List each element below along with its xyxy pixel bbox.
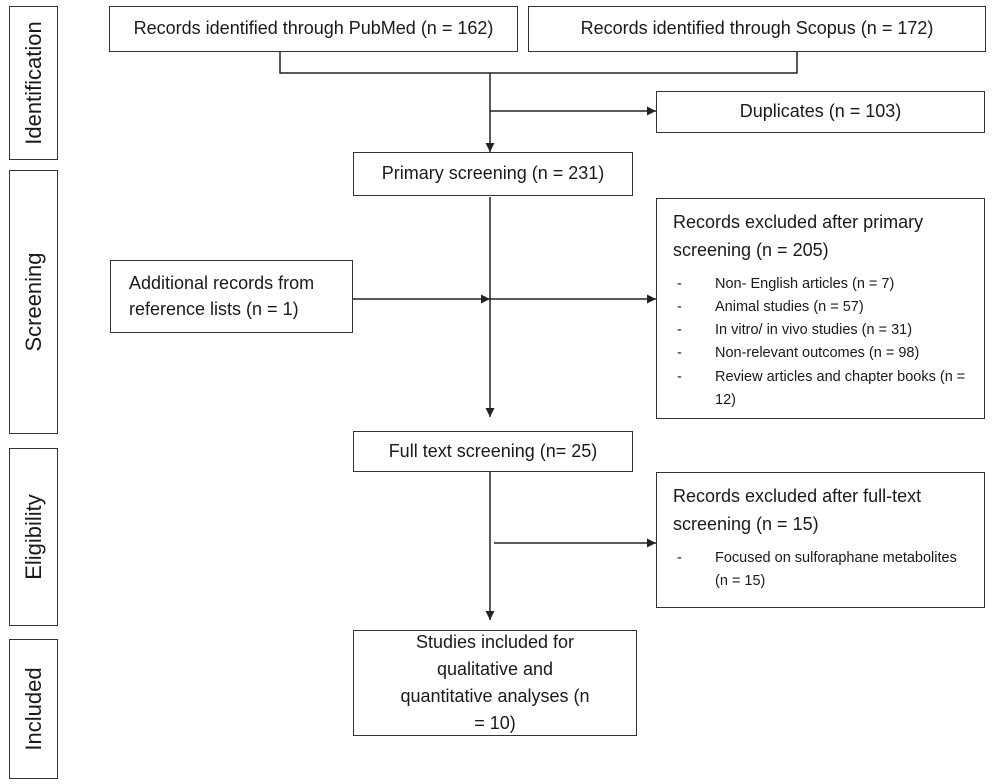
stage-included: Included — [9, 639, 58, 779]
stage-identification-label: Identification — [20, 21, 46, 145]
excluded-reason: Non- English articles (n = 7) — [673, 273, 970, 296]
excluded-primary-box: Records excluded after primary screening… — [656, 198, 985, 419]
studies-included-box: Studies included for qualitative and qua… — [353, 630, 637, 736]
stage-included-label: Included — [20, 667, 46, 751]
excluded-full-text-title: Records excluded after full-text screeni… — [673, 486, 922, 534]
additional-records-box: Additional records from reference lists … — [110, 260, 353, 333]
excluded-reason: Focused on sulforaphane metabolites (n =… — [673, 547, 970, 593]
full-text-screening-box: Full text screening (n= 25) — [353, 431, 633, 472]
excluded-primary-list: Non- English articles (n = 7) Animal stu… — [673, 273, 970, 412]
excluded-reason: Animal studies (n = 57) — [673, 296, 970, 319]
merge-connector — [279, 52, 798, 74]
excluded-reason: In vitro/ in vivo studies (n = 31) — [673, 319, 970, 342]
excluded-full-text-list: Focused on sulforaphane metabolites (n =… — [673, 547, 970, 593]
excluded-reason: Review articles and chapter books (n = 1… — [673, 366, 970, 412]
stage-identification: Identification — [9, 6, 58, 160]
excluded-reason: Non-relevant outcomes (n = 98) — [673, 342, 970, 365]
duplicates-box: Duplicates (n = 103) — [656, 91, 985, 133]
primary-screening-box: Primary screening (n = 231) — [353, 152, 633, 196]
scopus-box: Records identified through Scopus (n = 1… — [528, 6, 986, 52]
stage-screening-label: Screening — [20, 252, 46, 352]
pubmed-box: Records identified through PubMed (n = 1… — [109, 6, 518, 52]
excluded-primary-title: Records excluded after primary screening… — [673, 212, 924, 260]
stage-screening: Screening — [9, 170, 58, 434]
stage-eligibility-label: Eligibility — [20, 494, 46, 580]
stage-eligibility: Eligibility — [9, 448, 58, 626]
excluded-full-text-box: Records excluded after full-text screeni… — [656, 472, 985, 608]
